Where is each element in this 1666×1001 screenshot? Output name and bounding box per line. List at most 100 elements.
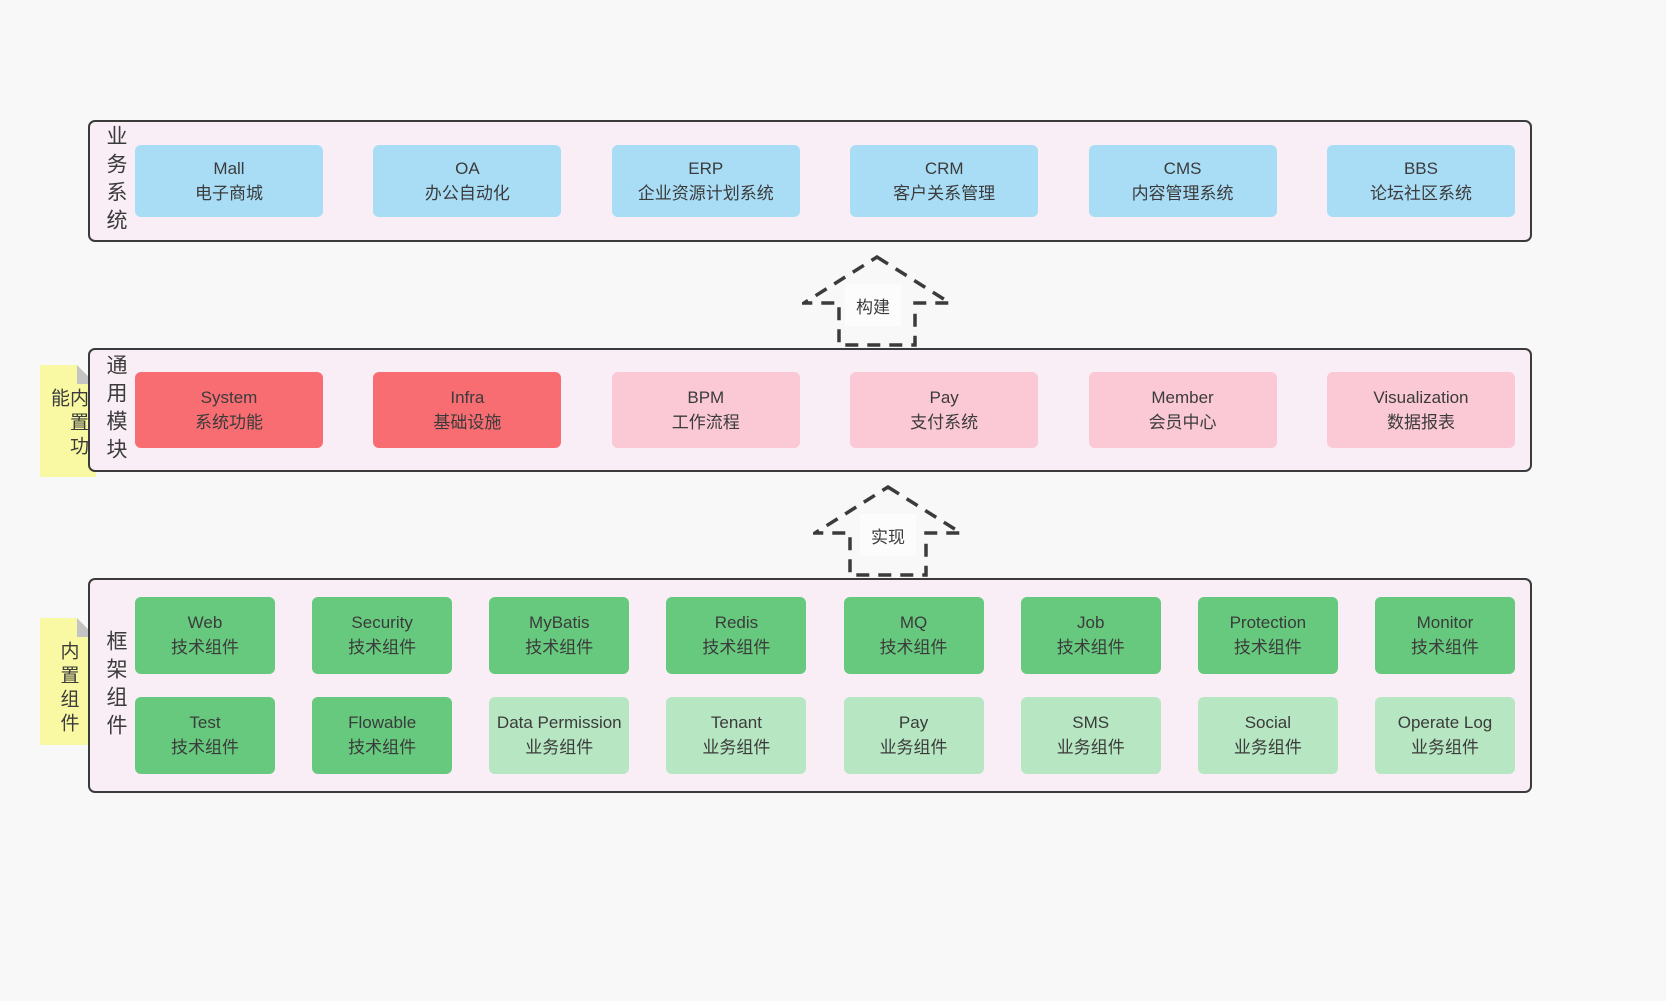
component-box-data-permission: Data Permission 业务组件 (489, 697, 630, 774)
module-box-member: Member 会员中心 (1088, 372, 1277, 448)
module-box-visualization: Visualization 数据报表 (1326, 372, 1515, 448)
layer-label-common: 通用模块 (104, 354, 127, 466)
arrow-zone-implement: 实现 (0, 472, 1666, 578)
box-title: ERP (688, 158, 724, 178)
box-subtitle: 会员中心 (1148, 413, 1217, 432)
component-box-sms: SMS 业务组件 (1020, 697, 1161, 774)
box-title: SMS (1072, 712, 1110, 732)
box-subtitle: 业务组件 (1410, 737, 1479, 757)
box-title: Security (351, 612, 413, 632)
framework-row-1: Web 技术组件 Security 技术组件 MyBatis 技术组件 Redi… (135, 597, 1515, 674)
box-title: Flowable (348, 712, 417, 732)
box-title: Pay (929, 387, 959, 407)
box-title: Test (189, 712, 221, 732)
box-subtitle: 支付系统 (910, 413, 979, 432)
box-subtitle: 办公自动化 (424, 184, 510, 203)
box-title: Mall (213, 158, 245, 178)
box-title: BBS (1403, 158, 1438, 178)
box-title: CRM (924, 158, 964, 178)
component-box-security: Security 技术组件 (312, 597, 453, 674)
component-box-mybatis: MyBatis 技术组件 (489, 597, 630, 674)
common-box-row: System 系统功能 Infra 基础设施 BPM 工作流程 Pay 支付系统… (135, 350, 1530, 470)
box-subtitle: 论坛社区系统 (1369, 184, 1472, 203)
sticky-text: 内置功能 (48, 388, 88, 460)
component-box-pay: Pay 业务组件 (843, 697, 984, 774)
arrow-zone-build: 构建 (0, 242, 1666, 348)
business-box-cms: CMS 内容管理系统 (1088, 145, 1277, 217)
box-subtitle: 技术组件 (348, 637, 417, 657)
box-subtitle: 数据报表 (1386, 413, 1455, 432)
box-subtitle: 技术组件 (348, 737, 417, 757)
component-box-monitor: Monitor 技术组件 (1374, 597, 1515, 674)
box-title: Web (187, 612, 223, 632)
layer-label-business: 业务系统 (104, 125, 127, 237)
box-title: Redis (714, 612, 759, 632)
module-box-pay: Pay 支付系统 (850, 372, 1039, 448)
box-subtitle: 工作流程 (671, 413, 740, 432)
business-box-erp: ERP 企业资源计划系统 (611, 145, 800, 217)
box-subtitle: 技术组件 (1056, 637, 1125, 657)
box-title: Visualization (1373, 387, 1469, 407)
box-subtitle: 技术组件 (171, 737, 239, 757)
box-subtitle: 业务组件 (1056, 737, 1125, 757)
box-subtitle: 基础设施 (433, 413, 502, 432)
box-subtitle: 业务组件 (1233, 737, 1302, 757)
box-title: Job (1076, 612, 1105, 632)
sticky-text: 内置组件 (57, 641, 79, 737)
layer-framework-components: 框架组件 Web 技术组件 Security 技术组件 MyBatis 技术组件… (88, 578, 1532, 793)
box-subtitle: 技术组件 (1233, 637, 1302, 657)
up-arrow-icon (813, 485, 963, 577)
box-title: CMS (1163, 158, 1202, 178)
framework-layer-wrap: 内置组件 框架组件 Web 技术组件 Security 技术组件 MyBatis… (88, 578, 1532, 793)
module-box-infra: Infra 基础设施 (373, 372, 562, 448)
layer-label-framework: 框架组件 (104, 629, 127, 742)
box-title: Protection (1229, 612, 1307, 632)
box-title: OA (455, 158, 480, 178)
box-subtitle: 电子商城 (195, 184, 263, 203)
box-subtitle: 系统功能 (195, 413, 263, 432)
box-subtitle: 业务组件 (702, 737, 771, 757)
box-subtitle: 客户关系管理 (893, 184, 996, 203)
component-box-redis: Redis 技术组件 (666, 597, 807, 674)
box-subtitle: 技术组件 (702, 637, 771, 657)
arrow-label-build: 构建 (845, 284, 901, 326)
box-title: Operate Log (1397, 712, 1493, 732)
box-subtitle: 内容管理系统 (1131, 184, 1234, 203)
layer-common-modules: 通用模块 System 系统功能 Infra 基础设施 BPM 工作流程 Pay… (88, 348, 1532, 472)
common-layer-wrap: 内置功能 通用模块 System 系统功能 Infra 基础设施 BPM 工作流… (88, 348, 1532, 472)
framework-row-2: Test 技术组件 Flowable 技术组件 Data Permission … (135, 697, 1515, 774)
component-box-protection: Protection 技术组件 (1197, 597, 1338, 674)
box-subtitle: 技术组件 (525, 637, 594, 657)
component-box-social: Social 业务组件 (1197, 697, 1338, 774)
box-subtitle: 技术组件 (879, 637, 948, 657)
box-title: Pay (898, 712, 929, 732)
component-box-operate-log: Operate Log 业务组件 (1374, 697, 1515, 774)
module-box-bpm: BPM 工作流程 (611, 372, 800, 448)
business-box-row: Mall 电子商城 OA 办公自动化 ERP 企业资源计划系统 CRM 客户关系… (135, 122, 1530, 240)
box-title: Member (1151, 387, 1214, 407)
business-box-crm: CRM 客户关系管理 (850, 145, 1039, 217)
box-title: Monitor (1416, 612, 1474, 632)
component-box-flowable: Flowable 技术组件 (312, 697, 453, 774)
box-title: System (200, 387, 258, 407)
component-box-web: Web 技术组件 (135, 597, 275, 674)
component-box-job: Job 技术组件 (1020, 597, 1161, 674)
component-box-tenant: Tenant 业务组件 (666, 697, 807, 774)
component-box-test: Test 技术组件 (135, 697, 275, 774)
business-layer-wrap: 业务系统 Mall 电子商城 OA 办公自动化 ERP 企业资源计划系统 CRM… (88, 120, 1532, 242)
sticky-note-builtin-features: 内置功能 (40, 365, 96, 477)
box-title: Infra (450, 387, 485, 407)
arrow-label-implement: 实现 (860, 514, 916, 556)
framework-box-rows: Web 技术组件 Security 技术组件 MyBatis 技术组件 Redi… (135, 580, 1530, 791)
box-subtitle: 企业资源计划系统 (637, 184, 774, 203)
box-title: Tenant (710, 712, 762, 732)
box-subtitle: 业务组件 (879, 737, 948, 757)
box-subtitle: 技术组件 (1410, 637, 1479, 657)
module-box-system: System 系统功能 (135, 372, 323, 448)
component-box-mq: MQ 技术组件 (843, 597, 984, 674)
layer-business-systems: 业务系统 Mall 电子商城 OA 办公自动化 ERP 企业资源计划系统 CRM… (88, 120, 1532, 242)
business-box-mall: Mall 电子商城 (135, 145, 323, 217)
box-subtitle: 技术组件 (171, 637, 239, 657)
business-box-bbs: BBS 论坛社区系统 (1326, 145, 1515, 217)
box-title: Data Permission (496, 712, 622, 732)
